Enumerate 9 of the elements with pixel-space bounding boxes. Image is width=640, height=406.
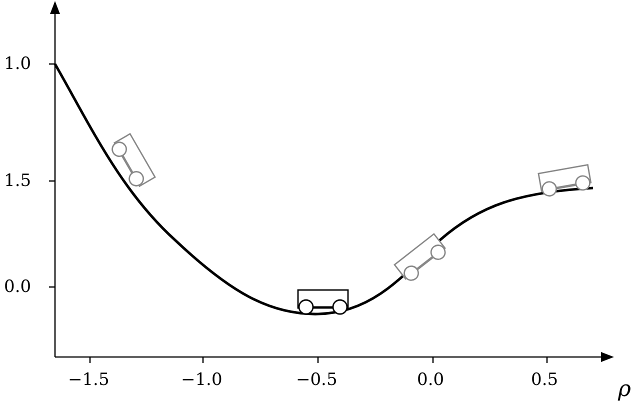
tick-label: 0.0 xyxy=(417,370,444,390)
tick-label: −1.5 xyxy=(68,370,110,390)
tick-label: −0.5 xyxy=(296,370,338,390)
tick-label: 1.0 xyxy=(4,54,32,74)
tick-label: 0.5 xyxy=(531,370,558,390)
axis-label: ρ xyxy=(618,380,631,400)
tick-label: 1.5 xyxy=(4,171,32,191)
tick-label: −1.0 xyxy=(181,370,222,390)
tick-label: 0.0 xyxy=(4,277,32,297)
